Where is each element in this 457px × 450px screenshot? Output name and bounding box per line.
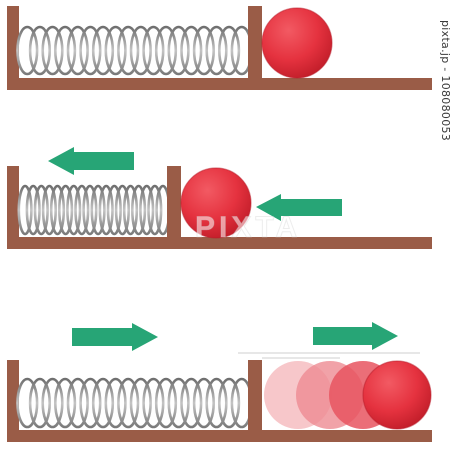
- track-middle: [7, 166, 432, 249]
- arrow-right-icon: [313, 322, 398, 350]
- ball-icon: [180, 167, 252, 239]
- track-base: [7, 237, 432, 249]
- panel-middle: PIXTA: [7, 147, 432, 249]
- watermark-center: PIXTA: [195, 211, 301, 244]
- spring-plate: [248, 6, 262, 78]
- spring-icon: [16, 25, 253, 76]
- spring-icon: [16, 377, 253, 429]
- motion-lines: [238, 352, 420, 359]
- arrow-left-icon: [256, 194, 342, 221]
- track-left-wall: [7, 166, 19, 249]
- spring-plate: [167, 166, 181, 237]
- track-left-wall: [7, 360, 19, 442]
- track-base: [7, 430, 432, 442]
- track-bottom: [7, 360, 432, 442]
- ball-icon: [261, 7, 333, 79]
- track-top: [7, 6, 432, 90]
- track-left-wall: [7, 6, 19, 90]
- watermark-side-text: pixta.jp - 108080053: [439, 20, 452, 142]
- track-base: [7, 78, 432, 90]
- spring-icon: [17, 184, 171, 236]
- panel-bottom: [7, 322, 432, 442]
- arrow-right-icon: [72, 323, 158, 351]
- arrow-left-icon: [48, 147, 134, 175]
- ball-icon: [362, 360, 432, 430]
- panel-top: [7, 6, 432, 90]
- spring-plate: [248, 360, 262, 430]
